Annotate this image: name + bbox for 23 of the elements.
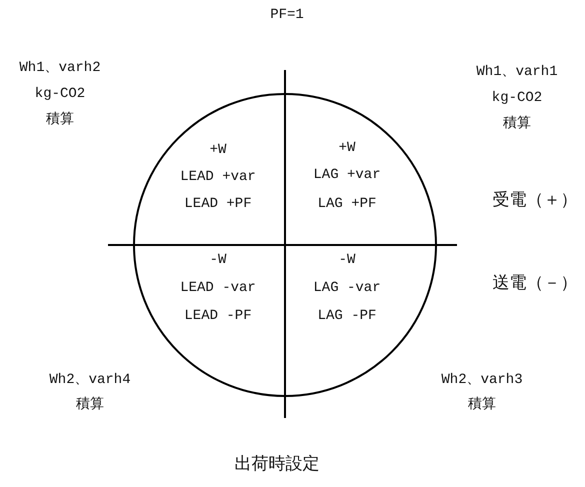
axis-label: LEAD -PF: [184, 308, 252, 324]
axis-label: LEAD +var: [180, 169, 256, 185]
axis-label: 積算: [76, 397, 104, 413]
axis-label: -W: [210, 252, 226, 268]
axis-label: Wh1、varh2: [19, 60, 101, 76]
axis-label: +W: [210, 142, 226, 158]
axis-label: LAG -var: [313, 280, 381, 296]
axis-label: kg-CO2: [492, 90, 542, 106]
axis-label: 積算: [503, 116, 531, 132]
axis-label: 積算: [46, 112, 74, 128]
axis-label: PF=1: [270, 7, 304, 23]
axis-label: LAG -PF: [318, 308, 376, 324]
axis-label: Wh2、varh4: [49, 372, 131, 388]
axis-label: LEAD -var: [180, 280, 256, 296]
axis-label: LAG +var: [313, 167, 381, 183]
axis-label: LEAD +PF: [184, 196, 252, 212]
axis-label: -W: [338, 252, 356, 268]
axis-label: 積算: [468, 397, 496, 413]
axis-label: +W: [338, 140, 356, 156]
axis-label: LAG +PF: [318, 196, 376, 212]
axis-label: kg-CO2: [34, 86, 86, 102]
axis-label: Wh1、varh1: [476, 64, 558, 80]
axis-label: Wh2、varh3: [441, 372, 523, 388]
